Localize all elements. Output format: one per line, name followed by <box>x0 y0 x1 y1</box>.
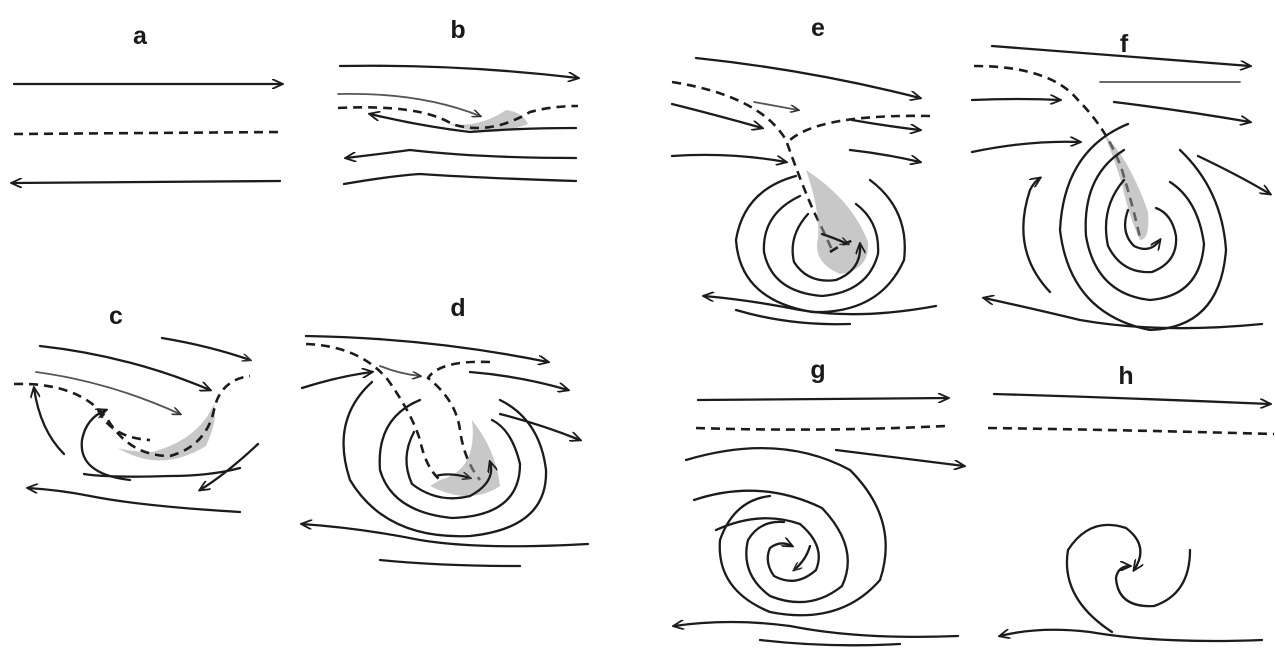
top-streamline <box>698 398 948 400</box>
lowest-streamline <box>760 640 900 645</box>
panel-c: c <box>14 302 258 512</box>
outer-swirl <box>1067 525 1140 632</box>
bottom-streamline <box>28 488 240 512</box>
panel-h: h <box>988 362 1274 641</box>
right-lower-streamline <box>850 150 920 162</box>
panel-d: d <box>302 294 588 566</box>
inflow-streamline <box>36 372 180 414</box>
front-line-inner <box>98 410 150 440</box>
top-streamline <box>696 58 920 98</box>
inflow-lower-streamline <box>972 142 1080 152</box>
panel-f: f <box>972 30 1270 330</box>
upper-streamline <box>340 66 578 78</box>
left-swirl-streamline <box>1023 178 1050 292</box>
panel-label-g: g <box>810 356 825 384</box>
lower-streamline <box>12 181 280 183</box>
panel-label-a: a <box>133 22 148 50</box>
cold-front <box>306 344 440 480</box>
inflow-streamline <box>302 372 372 388</box>
warm-inflow-streamline <box>380 366 420 376</box>
right-upper-streamline <box>1114 102 1250 122</box>
inner-swirl <box>716 518 819 581</box>
return-streamline <box>200 444 258 490</box>
lower-streamline <box>84 468 240 477</box>
panel-label-c: c <box>109 302 123 330</box>
panel-label-d: d <box>450 294 465 322</box>
inflow-upper-streamline <box>672 104 762 128</box>
upper-streamline <box>40 346 210 390</box>
cloud-band <box>430 420 500 496</box>
panel-a: a <box>12 22 282 183</box>
panel-label-h: h <box>1118 362 1133 390</box>
inflow-lower-streamline <box>672 155 786 162</box>
core-swirl <box>794 546 810 570</box>
outer-swirl <box>344 382 547 536</box>
warm-inflow-streamline <box>754 102 798 110</box>
top-streamline <box>994 394 1270 404</box>
front-line <box>14 132 282 134</box>
bottom-streamline <box>674 622 958 637</box>
panel-b: b <box>338 16 578 184</box>
panel-label-b: b <box>450 16 465 44</box>
front-line <box>988 428 1274 434</box>
bottom-streamline <box>344 174 576 184</box>
upper-right-streamline <box>470 372 568 390</box>
swirl-inner-streamline <box>82 410 130 480</box>
panel-label-e: e <box>811 14 825 42</box>
panel-g: g <box>674 356 964 645</box>
top-streamline <box>162 338 250 360</box>
panel-e: e <box>672 14 936 324</box>
right-streamline <box>836 450 964 466</box>
outer-swirl <box>686 448 886 615</box>
middle-swirl <box>380 400 520 518</box>
right-streamline <box>500 414 580 440</box>
front-line <box>338 106 578 128</box>
panel-label-f: f <box>1120 30 1129 58</box>
inner-swirl <box>1116 550 1190 606</box>
front-line <box>696 426 946 430</box>
bottom-streamline <box>984 298 1262 328</box>
lower-streamline <box>346 150 576 158</box>
lowest-streamline <box>380 560 520 566</box>
bottom-streamline <box>1000 630 1262 641</box>
cold-front <box>672 82 832 250</box>
swirl-streamline <box>34 388 64 454</box>
right-upper-streamline <box>852 120 920 130</box>
cloud-band <box>118 404 215 461</box>
inflow-upper-streamline <box>972 99 1060 100</box>
inflow-streamline <box>338 94 480 116</box>
